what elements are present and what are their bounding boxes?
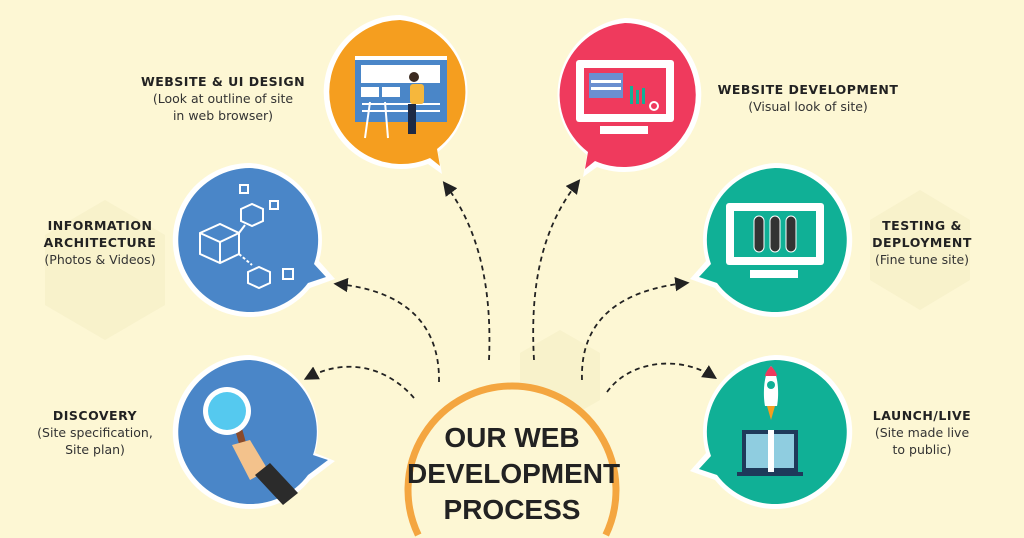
arrow-to-testing bbox=[581, 276, 690, 381]
label-testing-deployment: TESTING & DEPLOYMENT (Fine tune site) bbox=[807, 217, 1024, 268]
step-subtitle: (Look at outline of site bbox=[152, 91, 294, 106]
label-launch-live: LAUNCH/LIVE (Site made live to public) bbox=[807, 407, 1024, 458]
arrow-to-design bbox=[442, 181, 491, 361]
bubble-testing-deployment bbox=[690, 162, 853, 317]
arrow-to-architecture bbox=[333, 277, 440, 383]
arrow-to-launch bbox=[606, 362, 718, 393]
step-subtitle: (Visual look of site) bbox=[748, 99, 868, 114]
bubble-website-ui-design bbox=[323, 15, 468, 174]
step-title: TESTING & bbox=[882, 218, 962, 233]
arrow-to-development bbox=[532, 179, 581, 361]
monitor-chart-gear-icon bbox=[576, 60, 674, 134]
bubble-launch-live bbox=[690, 354, 853, 509]
center-line: PROCESS bbox=[443, 494, 581, 525]
step-subtitle: (Site made live bbox=[874, 425, 970, 440]
step-subtitle: in web browser) bbox=[172, 108, 274, 123]
label-information-architecture: INFORMATION ARCHITECTURE (Photos & Video… bbox=[0, 217, 215, 268]
label-website-development: WEBSITE DEVELOPMENT (Visual look of site… bbox=[693, 81, 923, 115]
step-subtitle: (Fine tune site) bbox=[874, 252, 970, 267]
step-title: WEBSITE & UI DESIGN bbox=[140, 74, 306, 89]
step-subtitle: to public) bbox=[892, 442, 952, 457]
step-title: DEPLOYMENT bbox=[872, 235, 972, 250]
test-tubes-monitor-icon bbox=[726, 203, 824, 278]
step-title: ARCHITECTURE bbox=[43, 235, 157, 250]
bubble-information-architecture bbox=[172, 162, 335, 317]
bubble-discovery bbox=[172, 354, 335, 509]
designer-at-desk-icon bbox=[355, 56, 447, 139]
bubble-website-development bbox=[557, 18, 702, 177]
step-subtitle: (Site specification, bbox=[37, 425, 153, 440]
label-discovery: DISCOVERY (Site specification, Site plan… bbox=[0, 407, 210, 458]
step-title: DISCOVERY bbox=[52, 408, 138, 423]
arrow-to-discovery bbox=[303, 365, 415, 399]
step-title: WEBSITE DEVELOPMENT bbox=[717, 82, 899, 97]
center-circle bbox=[404, 382, 620, 537]
center-title: OUR WEB DEVELOPMENT PROCESS bbox=[407, 420, 621, 528]
center-line: DEVELOPMENT bbox=[407, 458, 621, 489]
step-subtitle: (Photos & Videos) bbox=[44, 252, 156, 267]
connector-arrows bbox=[303, 179, 718, 399]
center-circle-fill bbox=[407, 385, 617, 535]
rocket-laptop-icon bbox=[737, 366, 803, 476]
step-title: INFORMATION bbox=[47, 218, 153, 233]
center-line: OUR WEB bbox=[444, 422, 580, 453]
magnifying-glass-hand-icon bbox=[203, 387, 298, 505]
step-title: LAUNCH/LIVE bbox=[872, 408, 972, 423]
label-website-ui-design: WEBSITE & UI DESIGN (Look at outline of … bbox=[108, 73, 338, 124]
step-subtitle: Site plan) bbox=[65, 442, 125, 457]
connected-cubes-icon bbox=[199, 184, 294, 290]
